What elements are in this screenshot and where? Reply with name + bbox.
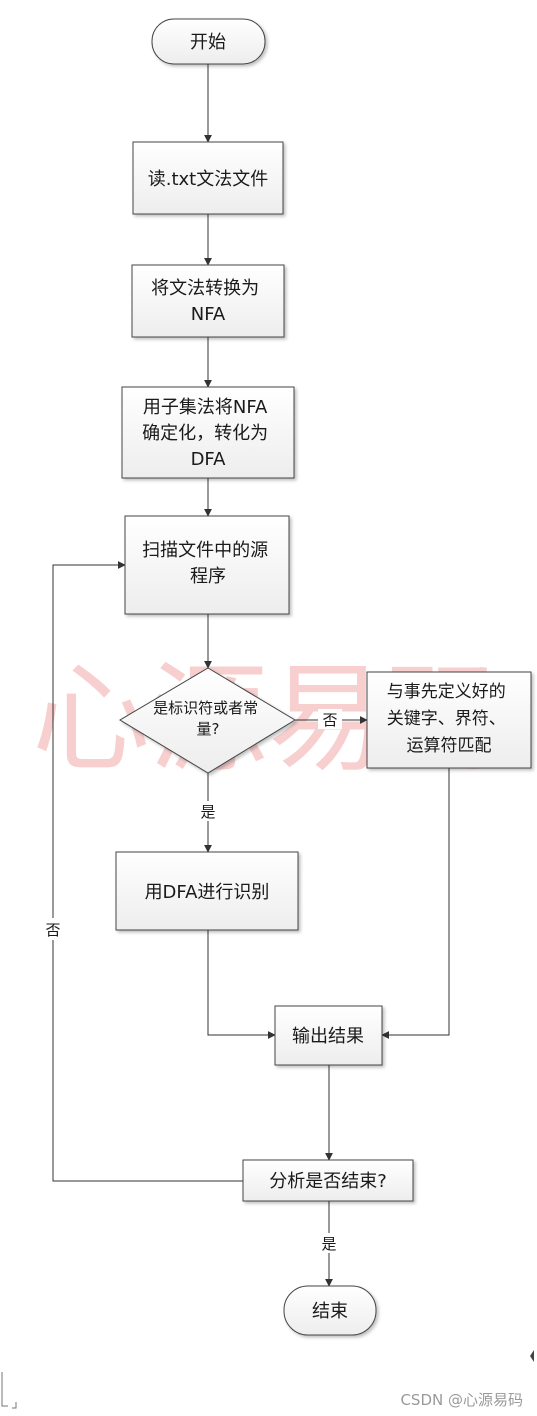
edge-dfa-output: [207, 930, 276, 1039]
to-dfa-node: 用子集法将NFA 确定化，转化为 DFA: [121, 386, 295, 479]
label-decision-yes: 是: [200, 803, 215, 821]
end-check-label: 分析是否结束?: [269, 1171, 387, 1192]
edge-loop-back: [52, 561, 243, 1182]
dfa-recognize-node: 用DFA进行识别: [115, 851, 299, 931]
match-label: 与事先定义好的 关键字、界符、 运算符匹配: [387, 682, 511, 756]
end-node: 结束: [283, 1285, 377, 1336]
to-dfa-label: 用子集法将NFA 确定化，转化为 DFA: [142, 397, 274, 470]
read-file-label: 读.txt文法文件: [148, 169, 269, 190]
end-label: 结束: [312, 1301, 348, 1322]
page-edge-marks: [1, 1350, 534, 1409]
to-nfa-label: 将文法转换为 NFA: [151, 278, 265, 325]
decision-label: 是标识符或者常 量?: [153, 699, 263, 738]
start-node: 开始: [151, 18, 266, 65]
to-nfa-node: 将文法转换为 NFA: [131, 264, 285, 338]
edge-match-output: [381, 768, 450, 1039]
label-loop-no: 否: [45, 921, 60, 939]
csdn-footer: CSDN @心源易码: [400, 1391, 523, 1409]
output-label: 输出结果: [292, 1026, 364, 1047]
match-node: 与事先定义好的 关键字、界符、 运算符匹配: [366, 671, 532, 769]
end-check-node: 分析是否结束?: [242, 1159, 414, 1202]
scan-node: 扫描文件中的源 程序: [124, 515, 290, 615]
label-decision-no: 否: [322, 711, 337, 729]
scan-label: 扫描文件中的源 程序: [142, 540, 274, 587]
read-file-node: 读.txt文法文件: [132, 141, 284, 215]
output-node: 输出结果: [274, 1005, 383, 1066]
dfa-recognize-label: 用DFA进行识别: [145, 882, 270, 903]
label-end-yes: 是: [321, 1235, 336, 1253]
start-label: 开始: [190, 32, 226, 53]
edges: [52, 64, 450, 1287]
decision-node: 是标识符或者常 量?: [119, 667, 296, 774]
